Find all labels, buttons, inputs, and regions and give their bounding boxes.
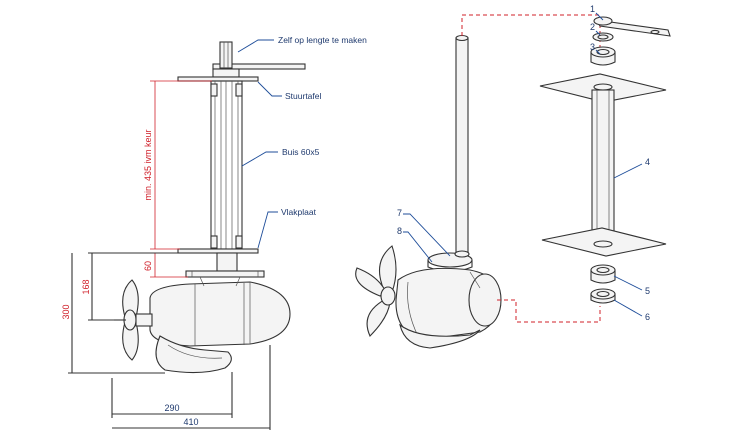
bottom-plate <box>541 227 667 257</box>
skeg-fin <box>155 335 232 374</box>
leader-1 <box>595 12 604 21</box>
callout-buis-label: Buis 60x5 <box>282 147 320 157</box>
leader-3 <box>595 49 601 55</box>
leader-8 <box>403 231 433 263</box>
dimension-60: 60 <box>143 253 188 278</box>
part-number-6: 6 <box>645 312 650 322</box>
part-3-bushing <box>590 46 616 66</box>
callout-vlakplaat-label: Vlakplaat <box>281 207 317 217</box>
leader-2 <box>595 30 601 36</box>
mount-flange <box>185 270 265 278</box>
leader-4 <box>613 163 643 179</box>
callout-zelf-label: Zelf op lengte te maken <box>278 35 367 45</box>
width-410-label: 410 <box>183 417 198 427</box>
leader-6 <box>613 299 643 317</box>
height-300-label: 300 <box>61 304 71 319</box>
collar <box>212 68 240 78</box>
leader-5 <box>613 275 643 291</box>
left-assembly-view: min. 435 ivm keur 60 168 300 290 <box>61 35 367 430</box>
part-number-8: 8 <box>397 226 402 236</box>
tiller-bar <box>212 63 306 70</box>
flat-plate <box>177 248 259 254</box>
flange-dimension-label: 60 <box>143 261 153 271</box>
tiller-stem <box>219 41 233 69</box>
part-2-ring <box>592 32 614 42</box>
callout-stuurtafel: Stuurtafel <box>257 81 321 101</box>
callout-stuurtafel-label: Stuurtafel <box>285 91 321 101</box>
connector-top <box>461 14 601 62</box>
part-6-ring <box>590 288 616 304</box>
tall-tube <box>455 37 469 255</box>
dimension-300: 300 <box>61 253 165 374</box>
top-plate <box>539 73 667 103</box>
motor-pod <box>149 281 291 347</box>
tube <box>210 80 243 250</box>
callout-zelf: Zelf op lengte te maken <box>237 35 367 53</box>
dimension-290: 290 <box>111 372 233 418</box>
part-1-tiller-arm <box>593 16 671 37</box>
dimension-min-length: min. 435 ivm keur <box>143 80 212 250</box>
min-length-label: min. 435 ivm keur <box>143 129 153 200</box>
exploded-view: 1 2 3 4 5 6 <box>539 4 671 322</box>
part-5-bushing <box>590 264 616 284</box>
part-number-1: 1 <box>590 4 595 14</box>
callout-vlakplaat: Vlakplaat <box>257 207 317 249</box>
height-168-label: 168 <box>81 279 91 294</box>
part-number-5: 5 <box>645 286 650 296</box>
part-number-7: 7 <box>397 208 402 218</box>
propeller <box>114 279 153 361</box>
dimension-410: 410 <box>112 345 271 430</box>
assembled-3d-view: 7 8 <box>355 34 502 349</box>
fin-3d <box>399 323 481 349</box>
leader-7 <box>403 213 451 257</box>
dimension-168: 168 <box>81 252 178 321</box>
part-number-3: 3 <box>590 42 595 52</box>
part-number-2: 2 <box>590 22 595 32</box>
connector-bottom <box>497 299 601 323</box>
width-290-label: 290 <box>164 403 179 413</box>
callout-buis: Buis 60x5 <box>241 147 320 167</box>
part-number-4: 4 <box>645 157 650 167</box>
neck <box>216 252 238 272</box>
steering-table-plate <box>177 76 259 82</box>
propeller-3d <box>355 245 397 337</box>
